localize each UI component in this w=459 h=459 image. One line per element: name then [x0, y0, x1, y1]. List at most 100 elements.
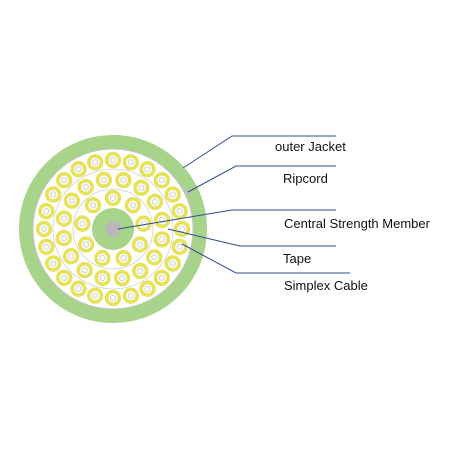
simplex-cable-core	[79, 220, 86, 227]
leader-line-ripcord	[187, 165, 336, 193]
simplex-cable-core	[75, 166, 82, 173]
simplex-cable	[55, 210, 73, 227]
label-outer-jacket: outer Jacket	[275, 139, 346, 154]
simplex-cable-buffer	[90, 291, 100, 301]
simplex-cable-buffer	[117, 273, 127, 283]
simplex-cable-buffer	[108, 155, 118, 165]
simplex-cable-core	[158, 274, 165, 281]
simplex-cable-core	[60, 215, 68, 222]
simplex-cable-core	[75, 285, 82, 292]
simplex-cable-buffer	[90, 157, 100, 167]
simplex-cable	[115, 171, 132, 189]
simplex-cable-core	[144, 166, 151, 173]
simplex-cable-buffer	[59, 175, 69, 185]
tape-layer-outer	[52, 168, 174, 290]
simplex-cable-buffer	[48, 189, 58, 200]
simplex-cable-core	[43, 243, 50, 250]
simplex-cable	[153, 172, 170, 189]
leader-line-simplex-cable	[181, 243, 350, 274]
simplex-cable-buffer	[59, 214, 69, 224]
simplex-cable	[104, 189, 122, 207]
simplex-cable-buffer	[135, 239, 145, 250]
simplex-cable-core	[144, 285, 151, 292]
tape-layer-inner	[72, 188, 154, 270]
simplex-cable-core	[109, 294, 117, 302]
simplex-cable-buffer	[142, 284, 153, 294]
simplex-cable	[95, 171, 113, 189]
simplex-cable	[94, 249, 111, 267]
simplex-cable-core	[92, 159, 99, 166]
simplex-cable-core	[151, 254, 158, 261]
simplex-cable-buffer	[150, 197, 160, 207]
simplex-cable	[38, 238, 55, 256]
simplex-cable	[146, 193, 164, 210]
simplex-cable-buffer	[138, 219, 149, 229]
simplex-cable	[164, 186, 181, 203]
simplex-cable-core	[50, 191, 57, 198]
simplex-cable-buffer	[157, 215, 167, 225]
leader-line-tape	[167, 228, 336, 247]
simplex-cable-core	[169, 191, 176, 198]
simplex-cable-core	[92, 292, 99, 299]
simplex-cable	[131, 236, 149, 253]
simplex-cable-buffer	[126, 291, 136, 301]
simplex-cable-buffer	[39, 224, 49, 234]
simplex-cable-buffer	[126, 157, 136, 167]
simplex-cable-buffer	[108, 193, 118, 203]
simplex-cable-buffer	[168, 258, 178, 269]
simplex-cable-buffer	[108, 293, 118, 303]
simplex-cable-buffer	[66, 251, 76, 261]
simplex-cable	[153, 269, 170, 286]
simplex-cable-core	[61, 274, 68, 281]
simplex-cable-buffer	[80, 265, 90, 275]
simplex-cable	[139, 280, 156, 297]
simplex-cable	[115, 249, 132, 267]
simplex-cable-buffer	[48, 258, 58, 269]
simplex-cable	[35, 220, 53, 238]
simplex-cable	[124, 197, 142, 214]
simplex-cable	[104, 289, 122, 307]
simplex-cable	[77, 178, 94, 196]
simplex-cable-core	[119, 275, 126, 282]
simplex-cable-ring-middle	[55, 171, 171, 287]
simplex-cable-core	[176, 243, 183, 250]
simplex-cable-core	[43, 208, 50, 215]
label-tape: Tape	[283, 251, 311, 266]
simplex-cable	[84, 197, 102, 214]
simplex-cable-core	[82, 183, 89, 191]
simplex-cable	[45, 186, 62, 203]
simplex-cable	[164, 255, 181, 272]
simplex-cable-buffer	[136, 183, 146, 193]
simplex-cable-buffer	[157, 273, 167, 283]
simplex-cable	[70, 161, 87, 178]
simplex-cable-buffer	[168, 189, 178, 200]
simplex-cable-buffer	[99, 175, 109, 185]
simplex-cable	[94, 269, 111, 287]
simplex-cable-buffer	[175, 242, 185, 252]
simplex-cable	[171, 238, 188, 256]
simplex-cable-buffer	[119, 253, 129, 263]
simplex-cable-buffer	[98, 273, 108, 283]
simplex-cable-core	[136, 241, 143, 248]
simplex-cable-core	[140, 220, 147, 227]
leader-lines	[117, 135, 350, 274]
simplex-cable	[38, 202, 55, 220]
central-strength-member-core	[105, 221, 121, 237]
simplex-cable	[55, 229, 73, 247]
simplex-cable-buffer	[41, 242, 51, 252]
simplex-cable-buffer	[157, 234, 167, 244]
simplex-cable-core	[68, 197, 75, 204]
simplex-cable-buffer	[81, 239, 91, 250]
simplex-cable-buffer	[73, 164, 84, 174]
tape-ring	[32, 148, 194, 310]
simplex-cable-core	[100, 176, 107, 183]
simplex-cable-core	[109, 194, 117, 202]
simplex-cable-buffer	[128, 200, 138, 210]
simplex-cable-core	[159, 216, 166, 223]
simplex-cable-buffer	[59, 273, 69, 283]
simplex-cable	[63, 192, 80, 209]
simplex-cable-core	[89, 202, 97, 209]
label-ripcord: Ripcord	[283, 171, 328, 186]
simplex-cable-buffer	[77, 219, 88, 229]
simplex-cable	[173, 220, 191, 238]
